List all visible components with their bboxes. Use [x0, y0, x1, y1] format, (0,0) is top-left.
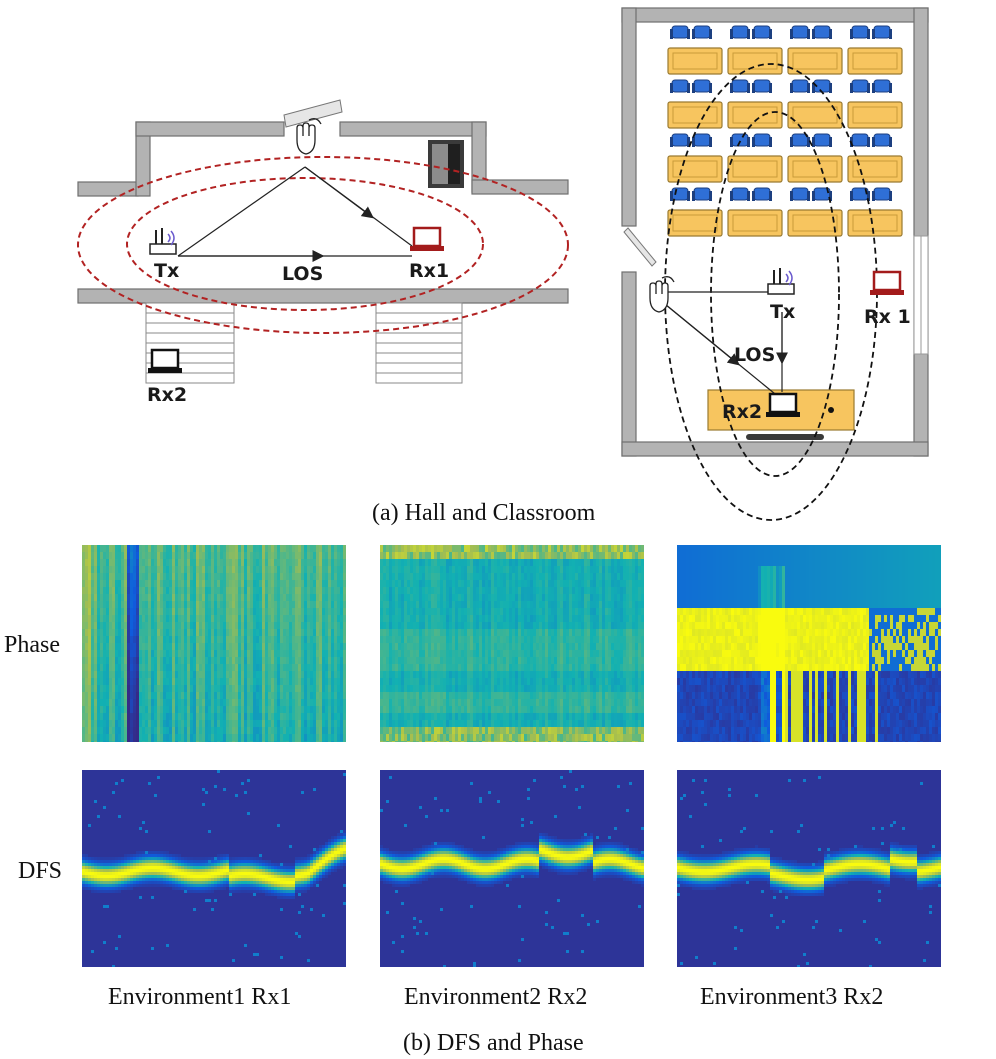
- classroom-diagram: Tx Rx 1 LOS Rx2: [621, 7, 929, 521]
- desk-icon: [667, 155, 723, 183]
- hall-rx2-label: Rx2: [147, 384, 187, 406]
- desk-icon: [847, 47, 903, 75]
- desk-icon: [787, 101, 843, 129]
- dfs-heatmap-env2: [380, 770, 644, 967]
- desk-icon: [727, 47, 783, 75]
- window-icon: [913, 235, 929, 355]
- classroom-tx-label: Tx: [770, 301, 795, 323]
- row-label-phase: Phase: [4, 632, 60, 658]
- chair-icon: [730, 187, 772, 201]
- dfs-heatmap-env3: [677, 770, 941, 967]
- laptop-icon: [870, 270, 904, 295]
- hall-tx-label: Tx: [154, 260, 179, 282]
- hall-los-label: LOS: [282, 263, 323, 285]
- hall-walls: [77, 121, 569, 304]
- chair-icon: [850, 25, 892, 39]
- chair-icon: [730, 133, 772, 147]
- column-label-env1: Environment1 Rx1: [108, 984, 292, 1010]
- hand-gesture-icon: [649, 276, 675, 313]
- router-icon: [767, 268, 795, 295]
- hall-outer-ellipse: [77, 156, 569, 334]
- classroom-seating: [667, 25, 903, 237]
- chair-icon: [670, 25, 712, 39]
- chair-icon: [790, 133, 832, 147]
- chair-icon: [850, 133, 892, 147]
- dfs-heatmap-env1: [82, 770, 346, 967]
- door-icon: [623, 227, 657, 267]
- desk-icon: [787, 47, 843, 75]
- desk-icon: [667, 101, 723, 129]
- desk-icon: [847, 155, 903, 183]
- classroom-rx1-label: Rx 1: [864, 306, 911, 328]
- classroom-los-label: LOS: [734, 344, 775, 366]
- chair-icon: [670, 79, 712, 93]
- desk-icon: [667, 209, 723, 237]
- desk-icon: [707, 389, 855, 440]
- row-label-dfs: DFS: [18, 858, 63, 884]
- chair-icon: [670, 133, 712, 147]
- window-icon: [428, 140, 464, 188]
- phase-heatmap-env3: [677, 545, 941, 742]
- desk-icon: [727, 209, 783, 237]
- chair-icon: [790, 187, 832, 201]
- desk-icon: [847, 209, 903, 237]
- desk-icon: [847, 101, 903, 129]
- chair-icon: [730, 79, 772, 93]
- chair-icon: [730, 25, 772, 39]
- hall-inner-ellipse: [126, 177, 484, 311]
- desk-icon: [667, 47, 723, 75]
- hall-rx1-label: Rx1: [409, 260, 449, 282]
- chair-icon: [850, 79, 892, 93]
- router-icon: [149, 228, 177, 255]
- classroom-rx2-label: Rx2: [722, 401, 762, 423]
- desk-icon: [727, 155, 783, 183]
- door-icon: [283, 99, 343, 128]
- panel-b-caption: (b) DFS and Phase: [403, 1030, 584, 1056]
- hand-gesture-icon: [296, 118, 322, 155]
- column-label-env2: Environment2 Rx2: [404, 984, 588, 1010]
- column-label-env3: Environment3 Rx2: [700, 984, 884, 1010]
- phase-heatmap-env2: [380, 545, 644, 742]
- panel-a-caption: (a) Hall and Classroom: [372, 500, 596, 526]
- desk-icon: [727, 101, 783, 129]
- stairs-right: [375, 302, 463, 384]
- laptop-icon: [410, 226, 444, 251]
- desk-icon: [787, 155, 843, 183]
- classroom-inner-ellipse: [710, 111, 840, 477]
- phase-heatmap-env1: [82, 545, 346, 742]
- chair-icon: [790, 25, 832, 39]
- laptop-icon: [148, 348, 182, 373]
- hall-diagram: Tx LOS Rx1 Rx2: [77, 99, 569, 406]
- chair-icon: [790, 79, 832, 93]
- chair-icon: [850, 187, 892, 201]
- desk-icon: [787, 209, 843, 237]
- laptop-icon: [766, 392, 800, 417]
